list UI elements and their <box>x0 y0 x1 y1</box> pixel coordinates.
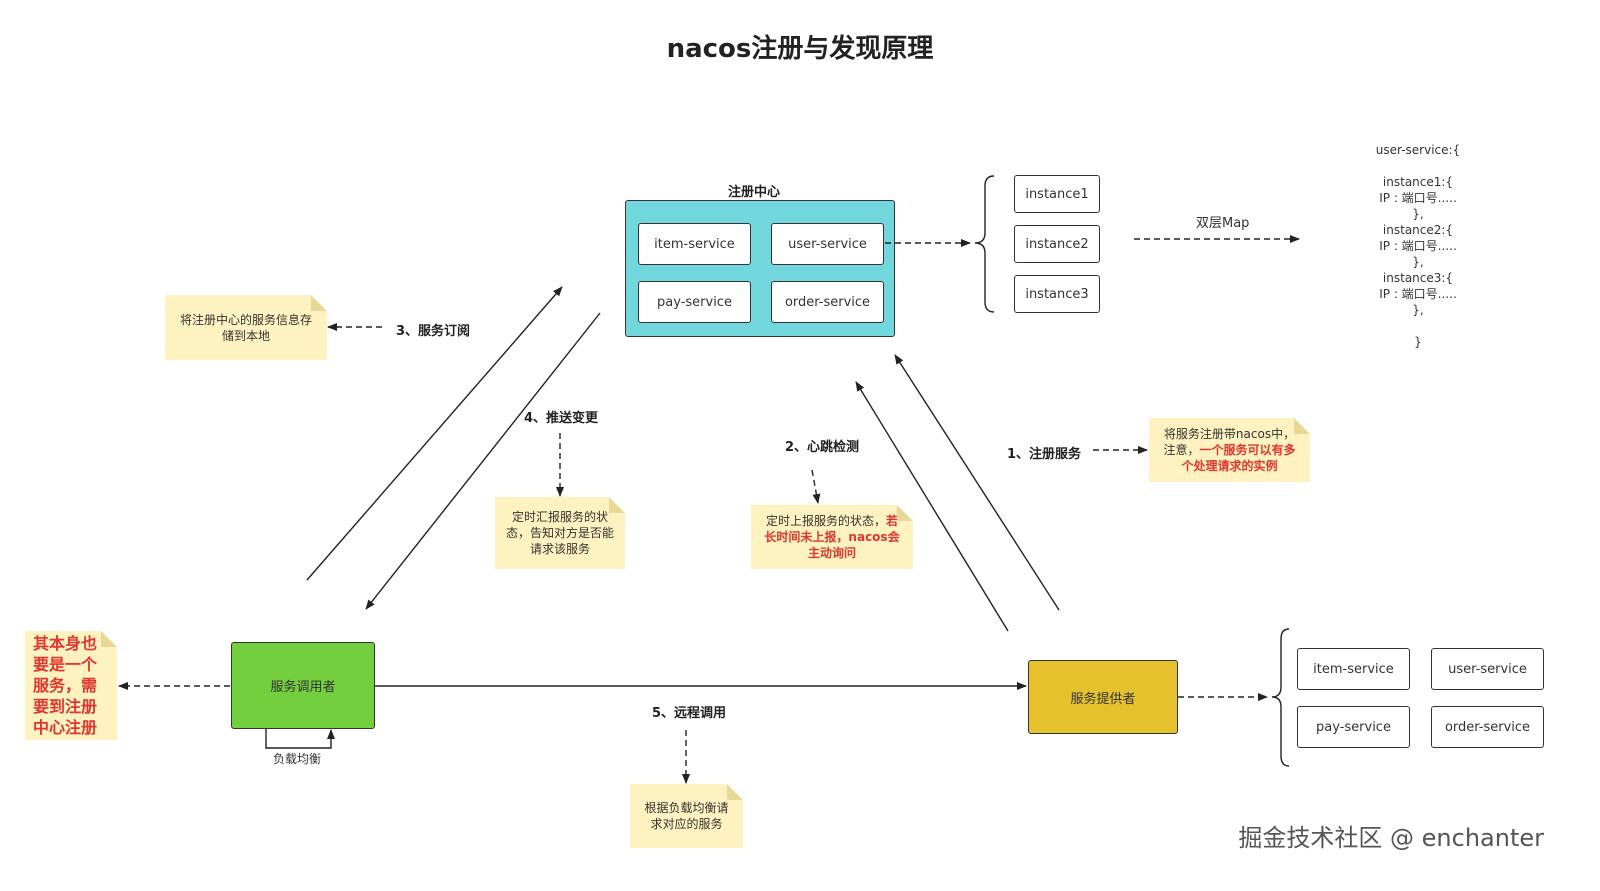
note-heartbeat-warning: 若长时间未上报，nacos会主动询问 <box>764 514 900 560</box>
user-service-map-text: user-service:{ instance1:{ IP : 端口号.....… <box>1375 143 1461 349</box>
registry-label: 注册中心 <box>728 185 781 200</box>
arrow-heartbeat-note <box>811 469 821 504</box>
note-register: 将服务注册带nacos中，注意，一个服务可以有多个处理请求的实例 <box>1149 418 1310 482</box>
arrow-subscribe <box>306 286 563 581</box>
note-register-text: 将服务注册带nacos中，注意， <box>1163 427 1296 457</box>
note-push: 定时汇报服务的状态，告知对方是否能请求该服务 <box>495 497 625 569</box>
note-consumer-side: 其本身也要是一个服务，需要到注册中心注册 <box>25 631 117 740</box>
note-heartbeat-text: 定时上报服务的状态， <box>765 514 886 528</box>
registry-item-service[interactable]: item-service <box>638 223 751 265</box>
provider-order-service[interactable]: order-service <box>1431 706 1544 748</box>
step-subscribe-label: 3、服务订阅 <box>396 324 471 339</box>
service-consumer[interactable]: 服务调用者 <box>231 642 375 729</box>
step-push-label: 4、推送变更 <box>524 411 599 426</box>
registry-pay-service[interactable]: pay-service <box>638 281 751 323</box>
provider-item-service[interactable]: item-service <box>1297 648 1410 690</box>
step-register-label: 1、注册服务 <box>1007 447 1082 462</box>
double-map-label: 双层Map <box>1196 216 1250 231</box>
service-provider[interactable]: 服务提供者 <box>1028 660 1178 734</box>
page-title: nacos注册与发现原理 <box>666 34 934 64</box>
instances-brace <box>974 175 995 313</box>
instance-1[interactable]: instance1 <box>1014 175 1100 213</box>
registry-order-service[interactable]: order-service <box>771 281 884 323</box>
load-balance-label: 负载均衡 <box>272 750 323 767</box>
note-remote-call: 根据负载均衡请求对应的服务 <box>630 784 743 848</box>
step-remote-call-label: 5、远程调用 <box>652 706 727 721</box>
arrow-push <box>365 312 601 610</box>
instance-2[interactable]: instance2 <box>1014 225 1100 263</box>
provider-services-brace <box>1271 628 1290 767</box>
instance-3[interactable]: instance3 <box>1014 275 1100 313</box>
registry-user-service[interactable]: user-service <box>771 223 884 265</box>
note-heartbeat: 定时上报服务的状态，若长时间未上报，nacos会主动询问 <box>751 505 913 569</box>
step-heartbeat-label: 2、心跳检测 <box>785 440 860 455</box>
watermark: 掘金技术社区 @ enchanter <box>1238 824 1544 852</box>
arrow-heartbeat <box>855 381 1009 632</box>
note-register-warning: 一个服务可以有多个处理请求的实例 <box>1181 443 1296 473</box>
provider-user-service[interactable]: user-service <box>1431 648 1544 690</box>
arrow-load-balance <box>265 729 335 749</box>
arrow-register <box>894 354 1060 611</box>
provider-pay-service[interactable]: pay-service <box>1297 706 1410 748</box>
